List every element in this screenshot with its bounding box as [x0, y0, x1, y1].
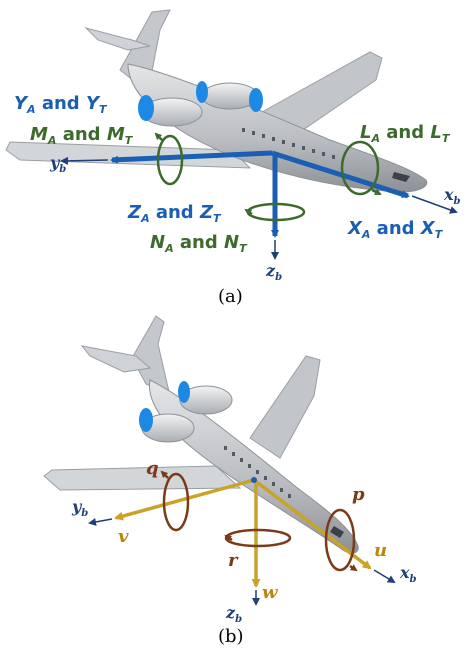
far-wing-b: [249, 355, 321, 459]
label-yb-a: yb: [49, 153, 66, 175]
caption-b: (b): [218, 626, 244, 647]
label-X: XA and XT: [347, 218, 444, 241]
near-wing-b: [43, 465, 242, 491]
label-M: MA and MT: [30, 124, 134, 147]
moment-M-circle: [156, 134, 184, 186]
label-q: q: [146, 458, 159, 479]
moment-M-arrow: [154, 132, 163, 141]
label-w: w: [262, 582, 279, 603]
caption-a: (a): [218, 286, 243, 307]
force-X-arrow: [271, 150, 410, 199]
windows-b: [224, 446, 291, 498]
engine-upper-b: [178, 381, 233, 415]
panel-a: YA and YT MA and MT LA and LT ZA and ZT …: [5, 9, 461, 307]
moment-N-arrow: [244, 208, 253, 216]
label-u: u: [374, 540, 387, 561]
label-zb-b: zb: [225, 603, 242, 625]
force-Y-arrow: [110, 150, 273, 164]
label-zb-a: zb: [265, 261, 282, 283]
moment-L-circle: [340, 140, 380, 196]
rate-r-circle: [224, 528, 292, 548]
cockpit-window-b: [330, 526, 344, 538]
rate-q-circle: [162, 472, 190, 532]
horizontal-tail-a: [84, 27, 151, 51]
label-L: LA and LT: [360, 122, 451, 145]
cg-point-b: [251, 477, 257, 483]
panel-b: q p r u v w yb xb zb (b): [43, 315, 417, 647]
label-xb-b: xb: [399, 563, 417, 585]
aircraft-b: [43, 315, 359, 554]
label-p: p: [352, 484, 365, 505]
label-N: NA and NT: [150, 232, 248, 255]
label-r: r: [228, 550, 239, 571]
rate-p-arrow: [349, 564, 358, 572]
rate-r-arrow: [224, 534, 233, 542]
label-xb-a: xb: [443, 185, 461, 207]
engine-upper-a: [196, 81, 263, 112]
rate-p-circle: [324, 508, 356, 572]
moment-L-arrow: [371, 188, 382, 196]
engine-lower-a: [138, 95, 203, 127]
axis-yb-a: [60, 156, 109, 165]
axis-yb-b: [88, 517, 113, 526]
axis-xb-a: [411, 195, 458, 214]
engine-lower-b: [139, 408, 195, 443]
vertical-tail-b: [131, 315, 171, 397]
axis-xb-b: [373, 569, 396, 584]
label-Z: ZA and ZT: [127, 202, 222, 225]
label-v: v: [118, 526, 129, 547]
rate-q-arrow: [160, 470, 169, 479]
windows-a: [242, 128, 335, 159]
velocity-v-arrow: [114, 478, 255, 521]
aircraft-a: [5, 9, 428, 193]
velocity-u-arrow: [252, 478, 372, 570]
label-yb-b: yb: [71, 497, 88, 519]
horizontal-tail-b: [80, 345, 152, 373]
cockpit-window-a: [392, 172, 410, 182]
label-Y: YA and YT: [14, 93, 108, 116]
